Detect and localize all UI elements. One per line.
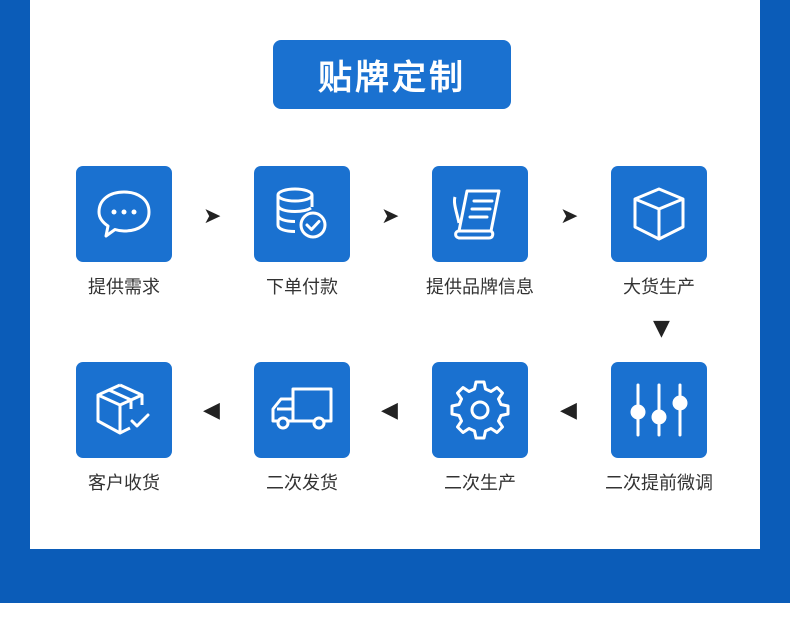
step-pre-adjustment: 二次提前微调: [589, 362, 729, 495]
arrow-right-icon: ➤: [560, 204, 579, 229]
step-tile: [432, 362, 528, 458]
step-label: 二次发货: [266, 473, 338, 494]
cube-icon: [633, 187, 685, 241]
chat-bubble-icon: [97, 190, 151, 238]
arrow-down-icon: ▼: [653, 316, 670, 341]
step-label: 提供品牌信息: [426, 277, 534, 298]
arrow-left-icon: ◀: [381, 398, 398, 423]
step-tile: [254, 166, 350, 262]
step-customer-receipt: 客户收货: [54, 362, 194, 495]
sliders-icon: [630, 383, 688, 437]
step-provide-requirements: 提供需求: [54, 166, 194, 299]
step-provide-brand-info: 提供品牌信息: [410, 166, 550, 299]
arrow-right-icon: ➤: [203, 204, 222, 229]
arrow-left-icon: ◀: [203, 398, 220, 423]
arrow-left-icon: ◀: [560, 398, 577, 423]
step-label: 二次提前微调: [605, 473, 713, 494]
step-label: 大货生产: [623, 277, 695, 298]
truck-icon: [271, 387, 333, 430]
step-second-shipment: 二次发货: [232, 362, 372, 495]
step-tile: [76, 362, 172, 458]
step-tile: [432, 166, 528, 262]
document-list-icon: [453, 189, 501, 240]
step-second-production: 二次生产: [410, 362, 550, 495]
step-order-payment: 下单付款: [232, 166, 372, 299]
step-bulk-production: 大货生产: [589, 166, 729, 299]
step-label: 提供需求: [88, 277, 160, 298]
package-check-icon: [96, 383, 150, 435]
title-badge: 贴牌定制: [273, 40, 511, 109]
step-tile: [76, 166, 172, 262]
step-label: 二次生产: [444, 473, 516, 494]
gear-icon: [450, 380, 510, 440]
step-tile: [611, 166, 707, 262]
database-check-icon: [276, 187, 327, 239]
step-label: 客户收货: [88, 473, 160, 494]
step-tile: [254, 362, 350, 458]
step-tile: [611, 362, 707, 458]
step-label: 下单付款: [266, 277, 338, 298]
arrow-right-icon: ➤: [381, 204, 400, 229]
page-title: 贴牌定制: [318, 58, 466, 98]
